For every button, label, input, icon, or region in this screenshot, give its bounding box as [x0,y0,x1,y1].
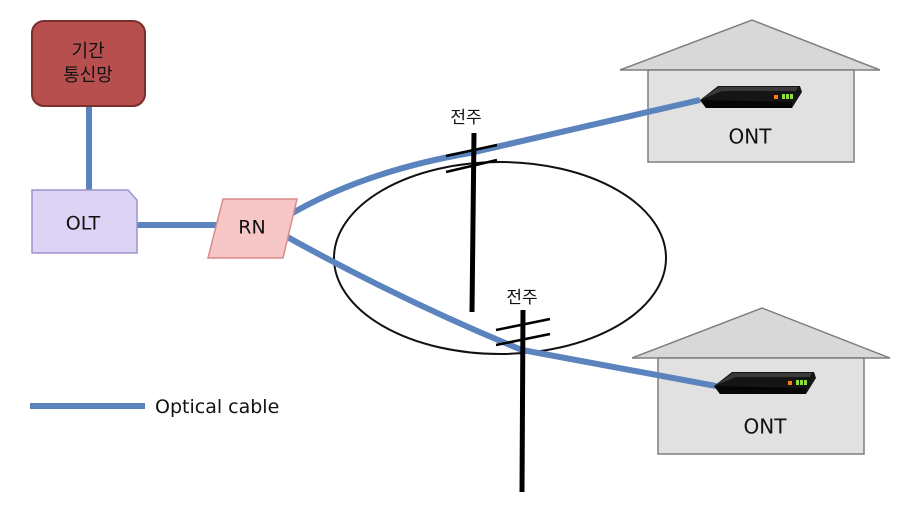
utility-pole-bottom [495,309,551,493]
ont-modem-icon [714,372,816,394]
distribution-ring [333,161,667,355]
rn-node: RN [207,198,298,259]
backbone-label-line2: 통신망 [63,65,113,86]
utility-pole-top [445,132,498,313]
backbone-network-node: 기간 통신망 [31,20,146,107]
ont-modem-icon [700,86,802,108]
cable-rn-ont-bottom [280,231,717,389]
cable-rn-ont-top [282,97,701,221]
house-top [619,19,881,163]
backbone-label-line1: 기간 [71,41,104,62]
house-bottom [631,307,891,455]
ont-bottom-label: ONT [744,415,788,439]
olt-label: OLT [66,213,101,235]
rn-label: RN [238,217,265,239]
ont-top-label: ONT [729,125,773,149]
legend-label: Optical cable [155,396,279,418]
pole-bottom-label: 전주 [506,288,537,308]
pole-top-label: 전주 [450,108,481,128]
olt-node: OLT [31,189,138,254]
